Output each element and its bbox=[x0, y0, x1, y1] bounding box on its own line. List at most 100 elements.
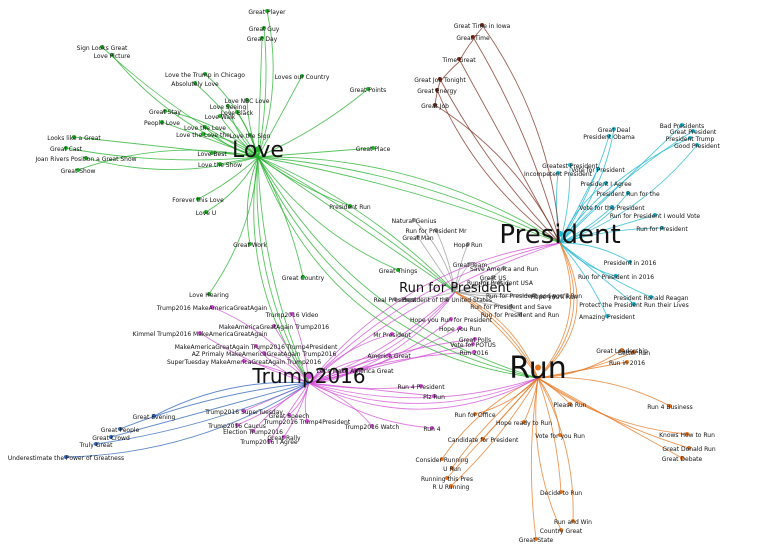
node-grey-2 bbox=[416, 235, 420, 239]
label-run-9: Run and Win bbox=[554, 519, 592, 526]
node-trump2016-14 bbox=[370, 424, 374, 428]
edge-run-9 bbox=[537, 377, 574, 522]
edge-president-14 bbox=[559, 242, 631, 263]
node-love-28 bbox=[301, 275, 305, 279]
node-president-7 bbox=[596, 167, 600, 171]
node-run-3 bbox=[568, 402, 572, 406]
label-brown-4: Great Energy bbox=[417, 88, 457, 95]
edge-cross-8-2 bbox=[257, 156, 561, 244]
node-trump2016-18 bbox=[473, 337, 477, 341]
node-layer bbox=[64, 9, 699, 541]
label-love-26: Great Points bbox=[350, 87, 387, 94]
node-grey-1 bbox=[434, 228, 438, 232]
label-love-30: Great Things bbox=[379, 268, 417, 275]
node-trump2016-13 bbox=[282, 435, 286, 439]
node-grey-9 bbox=[445, 297, 449, 301]
label-grey-3: Hope Run bbox=[453, 242, 482, 249]
edge-love-23 bbox=[197, 156, 259, 200]
node-president-3 bbox=[691, 129, 695, 133]
edge-grey-12 bbox=[454, 291, 555, 297]
node-love-16 bbox=[248, 133, 252, 137]
node-love-5 bbox=[203, 72, 207, 76]
node-trump2016-7 bbox=[242, 409, 246, 413]
label-run-4: Run 4 Business bbox=[647, 404, 693, 411]
label-blue-2: Great Crowd bbox=[92, 435, 130, 442]
label-trump2016-20: Hope you Run for President bbox=[410, 317, 493, 324]
edge-love-24 bbox=[205, 156, 259, 213]
label-grey-7: Run for President USA bbox=[467, 280, 534, 287]
label-brown-0: Great Time in Iowa bbox=[454, 23, 511, 30]
label-love-11: Love Black bbox=[221, 110, 254, 117]
label-run-10: Country Great bbox=[540, 528, 583, 535]
node-grey-4 bbox=[468, 262, 472, 266]
node-trump2016-10 bbox=[305, 419, 309, 423]
label-run-7: Great Debate bbox=[662, 456, 703, 463]
node-trump2016-22 bbox=[471, 342, 475, 346]
label-love-18: Great Cast bbox=[50, 146, 83, 153]
edge-grey-7 bbox=[454, 281, 501, 293]
edge-love-26 bbox=[257, 88, 369, 158]
label-love-10: Great Stay bbox=[149, 109, 181, 116]
edge-cross-5-2 bbox=[537, 242, 578, 379]
edge-love-18 bbox=[65, 147, 259, 161]
label-trump2016-23: Run 2016 bbox=[460, 350, 489, 357]
edge-love-2 bbox=[257, 37, 263, 158]
node-run-11 bbox=[534, 537, 538, 541]
node-love-22 bbox=[218, 162, 222, 166]
label-run-8: Decide to Run bbox=[540, 490, 582, 497]
edge-run-2 bbox=[537, 361, 628, 379]
edge-run-7 bbox=[537, 377, 683, 459]
node-love-20 bbox=[76, 168, 80, 172]
edge-trump2016-12 bbox=[268, 382, 310, 442]
label-trump2016-14: Trump2016 Watch bbox=[344, 424, 400, 431]
label-love-21: Love Best bbox=[197, 151, 227, 158]
node-blue-1 bbox=[118, 427, 122, 431]
label-trump2016-10: Trump2016 Trump4President bbox=[263, 419, 351, 426]
label-president-15: Run for President in 2016 bbox=[578, 274, 654, 281]
edge-cross-0-1 bbox=[257, 156, 539, 379]
node-president-16 bbox=[649, 295, 653, 299]
node-trump2016-21 bbox=[458, 326, 462, 330]
node-president-15 bbox=[614, 274, 618, 278]
node-love-11 bbox=[235, 110, 239, 114]
node-president-8 bbox=[556, 171, 560, 175]
node-love-10 bbox=[163, 109, 167, 113]
label-brown-2: Time Great bbox=[441, 57, 476, 64]
node-blue-4 bbox=[64, 455, 68, 459]
node-grey-13 bbox=[518, 312, 522, 316]
hub-label-love: Love bbox=[232, 138, 284, 163]
label-blue-3: Truly Great bbox=[79, 442, 114, 449]
node-love-24 bbox=[204, 210, 208, 214]
edge-run-13 bbox=[523, 377, 539, 423]
edge-love-19 bbox=[85, 156, 259, 170]
edge-love-1 bbox=[257, 27, 267, 158]
label-love-31: President Run bbox=[329, 204, 371, 211]
label-love-2: Great Day bbox=[247, 36, 278, 43]
label-love-0: Great Player bbox=[248, 9, 286, 16]
node-president-12 bbox=[653, 213, 657, 217]
node-love-6 bbox=[193, 81, 197, 85]
node-brown-2 bbox=[457, 57, 461, 61]
label-brown-3: Great Job Tonight bbox=[414, 77, 466, 84]
label-trump2016-7: Trump2016 SuperTuesday bbox=[204, 409, 283, 416]
label-trump2016-6: SuperTuesday MakeAmericaGreatAgain Trump… bbox=[167, 359, 321, 366]
node-grey-7 bbox=[498, 280, 502, 284]
node-trump2016-25 bbox=[353, 368, 357, 372]
node-president-4 bbox=[688, 136, 692, 140]
label-trump2016-9: Great Speech bbox=[269, 413, 310, 420]
label-love-16: Love the Sign bbox=[230, 133, 271, 140]
label-love-5: Love the Trump in Chicago bbox=[165, 72, 245, 79]
label-grey-8: Real President bbox=[374, 297, 417, 304]
edge-grey-8 bbox=[394, 291, 456, 300]
label-love-20: Great Show bbox=[61, 168, 96, 175]
label-love-19: Joan Rivers Position a Great Show bbox=[34, 156, 136, 163]
label-love-9: Love Seeing bbox=[210, 104, 247, 111]
edge-trump2016-15 bbox=[308, 382, 433, 429]
label-run-11: Great State bbox=[519, 537, 554, 544]
node-president-2 bbox=[680, 123, 684, 127]
label-love-7: Loves our Country bbox=[275, 74, 330, 81]
node-love-7 bbox=[300, 74, 304, 78]
node-love-26 bbox=[366, 87, 370, 91]
edge-brown-0 bbox=[481, 24, 561, 244]
label-run-13: Hope ready to Run bbox=[496, 420, 552, 427]
